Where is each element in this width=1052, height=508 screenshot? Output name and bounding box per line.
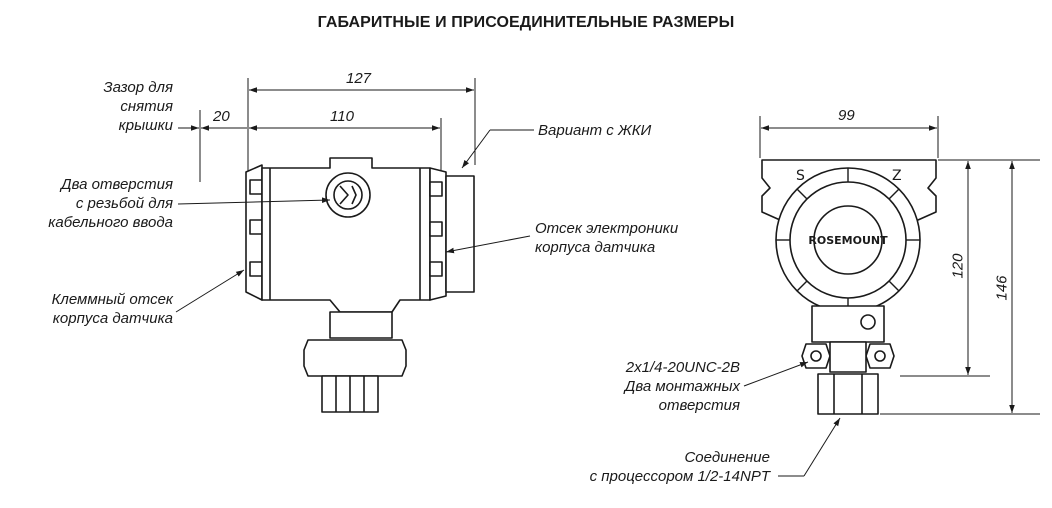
cover-rib [249, 219, 263, 235]
brand-embossing: ROSEMOUNT [808, 234, 888, 247]
front-process-flange [817, 373, 879, 415]
mount-hole-right [874, 350, 886, 362]
dim-127: 127 [346, 70, 372, 87]
transmitter-front-view: ROSEMOUNT S Z [761, 159, 937, 415]
cover-rib [249, 261, 263, 277]
dim-99: 99 [838, 107, 855, 124]
right-view-leaders [743, 361, 841, 477]
leader-connection [803, 417, 841, 477]
sensor-module [303, 339, 407, 377]
leader-electronics [445, 235, 531, 254]
neck [329, 311, 393, 339]
cover-rib [429, 181, 443, 197]
dim-146: 146 [993, 275, 1011, 301]
label-cover-gap: Зазор для снятия крышки [103, 79, 173, 134]
left-view-dimensions [178, 78, 476, 182]
label-electronics-compartment: Отсек электроники корпуса датчика [535, 220, 679, 256]
leader-mounting [743, 361, 809, 387]
right-view-dimensions [759, 116, 1040, 415]
label-mounting-holes: 2x1/4-20UNC-2B Два монтажных отверстия [624, 359, 740, 414]
cover-rib [249, 179, 263, 195]
transmitter-side-view [245, 157, 475, 413]
side-screw [860, 314, 876, 330]
leader-holes [177, 197, 331, 205]
label-process-connection: Соединение с процессором 1/2-14NPT [589, 449, 770, 485]
leader-lcd [461, 129, 491, 169]
dim-120: 120 [949, 253, 967, 279]
lcd-cover [445, 175, 475, 293]
s-mark: S [796, 168, 805, 184]
mount-hole-left [810, 350, 822, 362]
label-cable-holes: Два отверстия с резьбой для кабельного в… [48, 176, 173, 231]
page-title: ГАБАРИТНЫЕ И ПРИСОЕДИНИТЕЛЬНЫЕ РАЗМЕРЫ [317, 14, 735, 31]
front-cover-inner [813, 205, 883, 275]
label-terminal-compartment: Клеммный отсек корпуса датчика [51, 291, 173, 327]
dim-20: 20 [213, 108, 230, 125]
leader-terminal [175, 269, 245, 313]
left-view-leaders [175, 129, 534, 313]
cover-rib [429, 221, 443, 237]
label-lcd-option: Вариант с ЖКИ [538, 122, 652, 139]
dim-110: 110 [330, 108, 354, 125]
z-mark: Z [892, 168, 902, 184]
cover-ribs [776, 168, 920, 312]
cover-rib [429, 261, 443, 277]
conduit-thread [339, 185, 357, 205]
front-module [829, 341, 867, 373]
